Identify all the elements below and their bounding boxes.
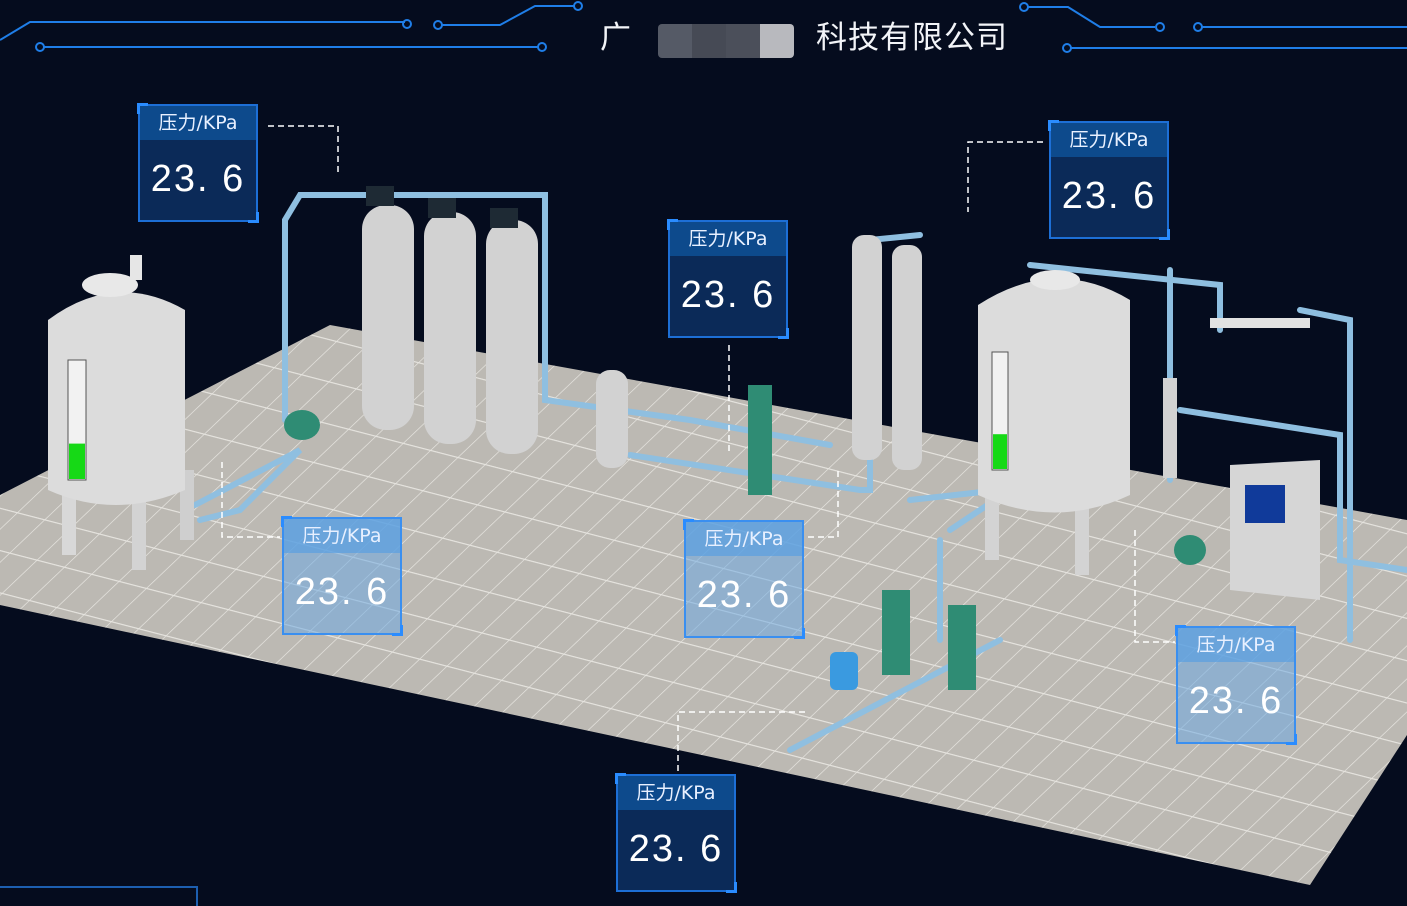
pressure-label: 压力/KPa [1051, 123, 1167, 157]
pressure-value: 23. 6 [294, 571, 390, 613]
pressure-value: 23. 6 [150, 158, 246, 200]
pressure-label: 压力/KPa [618, 776, 734, 810]
valve-heads [366, 186, 518, 228]
pumps [284, 385, 1206, 690]
title-prefix: 广 [600, 20, 632, 56]
right-tank-level-bar [993, 434, 1007, 469]
pressure-label: 压力/KPa [1178, 628, 1294, 662]
redacted-name-block [658, 23, 794, 58]
circuit-decoration [0, 1, 1407, 53]
expansion-tank [830, 652, 858, 690]
leader-lines [221, 125, 1175, 771]
pressure-value: 23. 6 [1188, 680, 1284, 722]
left-tank-level-bar [69, 443, 85, 479]
pressure-value: 23. 6 [1061, 175, 1157, 217]
pressure-card-booster-pump: 压力/KPa 23. 6 [667, 219, 789, 339]
pressure-card-raw-water: 压力/KPa 23. 6 [281, 516, 403, 636]
pressure-label: 压力/KPa [670, 222, 786, 256]
datetime-panel [0, 886, 198, 906]
pressure-value: 23. 6 [628, 828, 724, 870]
control-cabinet [1230, 460, 1320, 600]
pressure-card-supply-pump: 压力/KPa 23. 6 [615, 773, 737, 893]
pressure-label: 压力/KPa [140, 106, 256, 140]
pressure-card-product-water: 压力/KPa 23. 6 [1175, 625, 1297, 745]
pressure-label: 压力/KPa [284, 519, 400, 553]
pressure-card-pump-outlet: 压力/KPa 23. 6 [683, 519, 805, 639]
pressure-card-ro-outlet: 压力/KPa 23. 6 [1048, 120, 1170, 240]
page-title: 广 科技有限公司 [600, 12, 1008, 58]
pressure-value: 23. 6 [696, 574, 792, 616]
pressure-value: 23. 6 [680, 274, 776, 316]
filter-columns [362, 205, 1177, 478]
pressure-card-filter-inlet: 压力/KPa 23. 6 [137, 103, 259, 223]
title-suffix: 科技有限公司 [816, 20, 1008, 56]
pressure-label: 压力/KPa [686, 522, 802, 556]
